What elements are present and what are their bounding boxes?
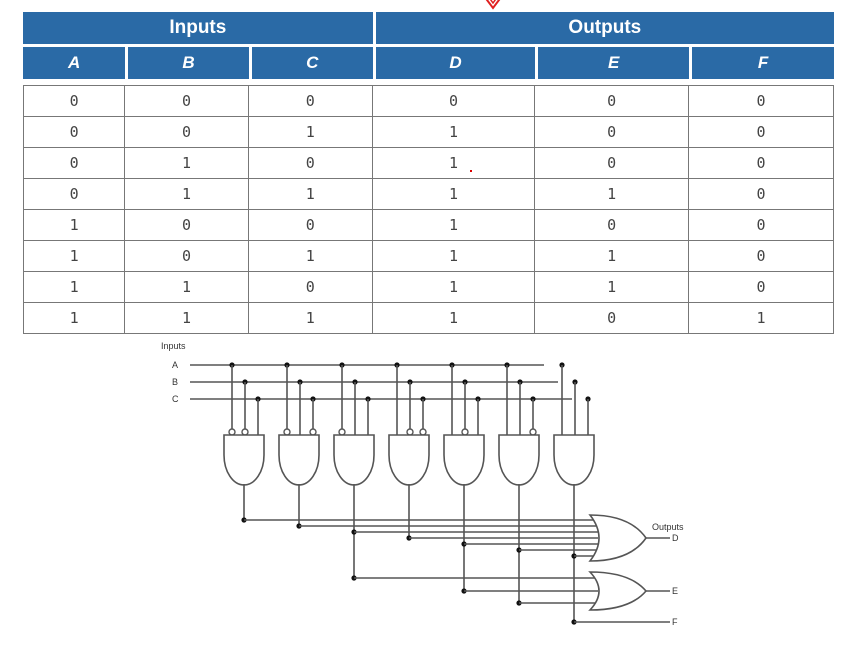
cell-e: 0: [535, 117, 690, 148]
inverter-bubble: [228, 428, 236, 436]
cell-e: 1: [535, 241, 690, 272]
cell-c: 0: [248, 148, 373, 179]
cell-e: 0: [535, 148, 690, 179]
cell-e: 0: [535, 210, 690, 241]
and-gate-4: [388, 434, 430, 486]
red-arrow-marker-icon: [485, 0, 501, 10]
cell-f: 1: [689, 303, 834, 334]
input-label-c: C: [172, 394, 179, 404]
input-label-b: B: [172, 377, 178, 387]
cell-d: 1: [372, 148, 536, 179]
column-header-d: D: [372, 44, 536, 79]
junction-dot: [351, 575, 357, 581]
inverter-bubble: [529, 428, 537, 436]
column-header-e: E: [535, 44, 690, 79]
group-header-outputs: Outputs: [372, 12, 834, 44]
cell-d: 1: [372, 241, 536, 272]
and-gate-1: [223, 434, 265, 486]
cell-b: 0: [125, 210, 249, 241]
cell-a: 1: [23, 303, 126, 334]
cell-f: 0: [689, 272, 834, 303]
input-label-a: A: [172, 360, 178, 370]
cell-b: 1: [125, 179, 249, 210]
cell-a: 0: [23, 148, 126, 179]
inverter-bubble: [461, 428, 469, 436]
cell-d: 1: [372, 272, 536, 303]
cell-d: 1: [372, 117, 536, 148]
cell-f: 0: [689, 210, 834, 241]
cell-b: 1: [125, 148, 249, 179]
cell-c: 0: [248, 272, 373, 303]
inverter-bubble: [406, 428, 414, 436]
cell-d: 0: [372, 85, 536, 117]
or-gate-e: [588, 571, 648, 611]
cell-e: 1: [535, 272, 690, 303]
cell-c: 1: [248, 241, 373, 272]
cell-a: 1: [23, 272, 126, 303]
cell-e: 0: [535, 303, 690, 334]
group-header-inputs: Inputs: [23, 12, 373, 44]
output-label-d: D: [672, 533, 679, 543]
cell-f: 0: [689, 241, 834, 272]
inputs-label: Inputs: [161, 341, 186, 351]
inverter-bubble: [241, 428, 249, 436]
junction-dot: [351, 529, 357, 535]
cell-c: 1: [248, 303, 373, 334]
and-gate-5: [443, 434, 485, 486]
cell-a: 0: [23, 179, 126, 210]
and-gate-7: [553, 434, 595, 486]
column-header-b: B: [125, 44, 249, 79]
cell-d: 1: [372, 210, 536, 241]
inverter-bubble: [419, 428, 427, 436]
cell-a: 1: [23, 210, 126, 241]
cell-b: 1: [125, 303, 249, 334]
or-gate-d: [588, 514, 647, 562]
cell-b: 0: [125, 117, 249, 148]
junction-dot: [296, 523, 302, 529]
cell-f: 0: [689, 148, 834, 179]
cell-a: 0: [23, 85, 126, 117]
inverter-bubble: [338, 428, 346, 436]
output-label-e: E: [672, 586, 678, 596]
cell-b: 1: [125, 272, 249, 303]
inverter-bubble: [283, 428, 291, 436]
cell-f: 0: [689, 85, 834, 117]
cell-b: 0: [125, 85, 249, 117]
and-gate-3: [333, 434, 375, 486]
cell-e: 0: [535, 85, 690, 117]
cell-a: 0: [23, 117, 126, 148]
and-gate-2: [278, 434, 320, 486]
cell-a: 1: [23, 241, 126, 272]
and-gate-6: [498, 434, 540, 486]
cell-e: 1: [535, 179, 690, 210]
cell-c: 1: [248, 179, 373, 210]
inverter-bubble: [309, 428, 317, 436]
column-header-f: F: [689, 44, 834, 79]
cell-d: 1: [372, 303, 536, 334]
cell-c: 0: [248, 210, 373, 241]
cell-c: 0: [248, 85, 373, 117]
cell-c: 1: [248, 117, 373, 148]
cell-f: 0: [689, 179, 834, 210]
output-label-f: F: [672, 617, 678, 627]
outputs-label: Outputs: [652, 522, 684, 532]
red-dot-mark: [470, 170, 472, 172]
column-header-a: A: [23, 44, 126, 79]
cell-d: 1: [372, 179, 536, 210]
cell-f: 0: [689, 117, 834, 148]
cell-b: 0: [125, 241, 249, 272]
column-header-c: C: [248, 44, 373, 79]
